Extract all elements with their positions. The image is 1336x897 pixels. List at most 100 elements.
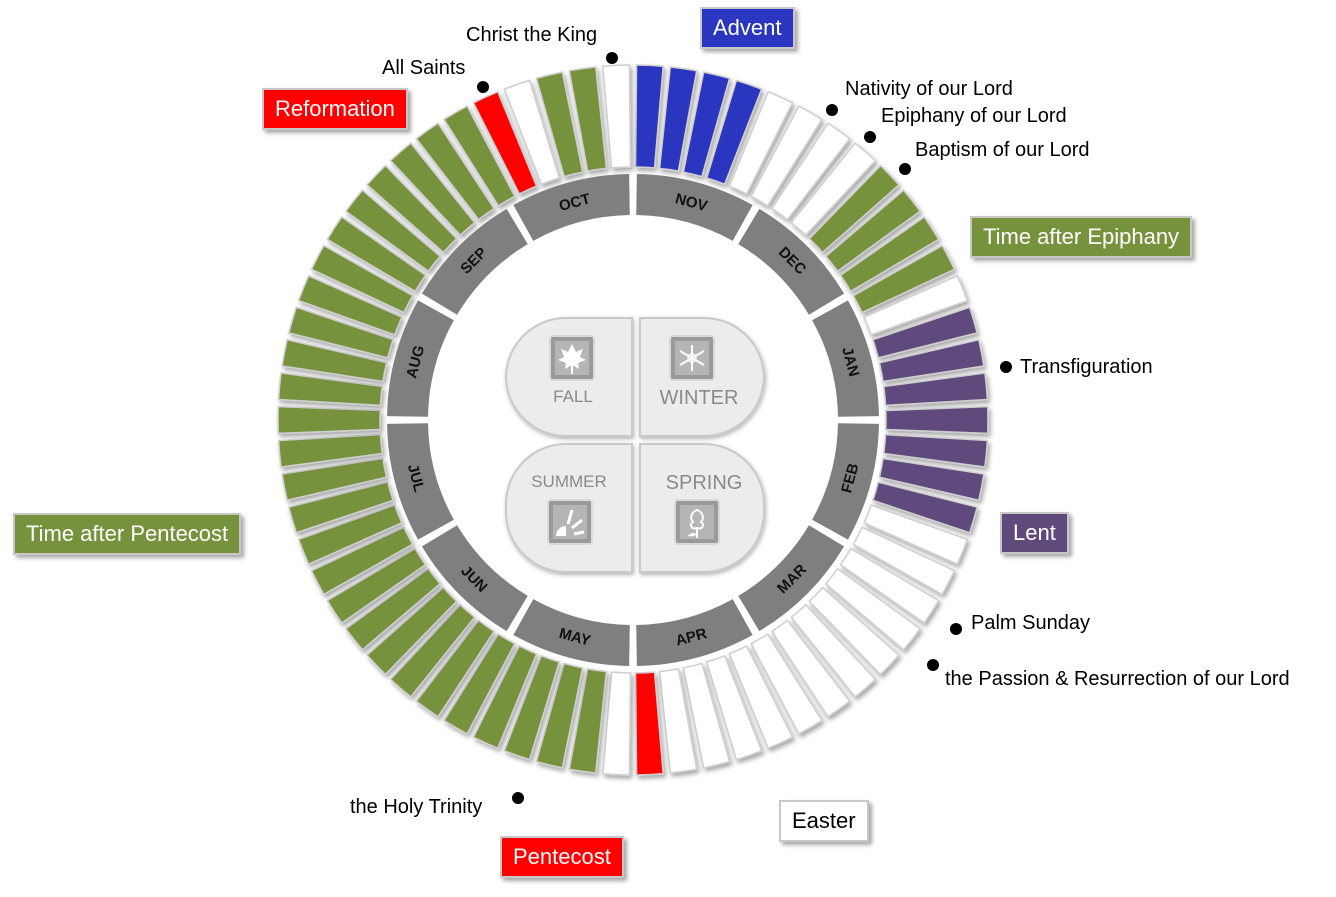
week-segment-purple [882, 433, 989, 468]
feast-label-baptism: Baptism of our Lord [915, 139, 1090, 161]
week-segment-green [287, 306, 395, 359]
week-segment-green [389, 142, 476, 237]
season-box-time-after-epiphany: Time after Epiphany [970, 216, 1193, 258]
week-segment-blue [682, 71, 731, 178]
month-band-jun [421, 525, 528, 632]
week-segment-green [344, 189, 442, 273]
feast-label-transfiguration: Transfiguration [1020, 356, 1153, 378]
month-band-nov [636, 174, 753, 241]
week-segment-purple [878, 338, 985, 383]
week-segment-white [658, 668, 698, 774]
season-box-lent: Lent [1000, 512, 1069, 554]
week-segment-white [790, 142, 877, 237]
flower-icon [674, 499, 720, 545]
week-segment-green [344, 567, 442, 651]
week-segment-green [366, 164, 458, 254]
snowflake-icon [669, 335, 715, 381]
feast-marker-epiphany [864, 131, 876, 143]
feast-marker-all-saints [477, 81, 489, 93]
week-segment-white [503, 79, 561, 186]
week-segment-green [326, 547, 427, 625]
feast-label-all-saints: All Saints [382, 57, 466, 79]
week-segment-white [601, 64, 632, 169]
week-segment-white [705, 654, 763, 761]
week-segment-white [601, 671, 632, 776]
season-label-spring: SPRING [666, 472, 743, 494]
week-segment-green [852, 244, 956, 314]
week-segment-green [297, 504, 403, 566]
season-tile-spring: SPRING [639, 443, 765, 573]
week-segment-green [287, 481, 395, 534]
week-segment-green [310, 526, 414, 596]
season-label-winter: WINTER [660, 387, 739, 409]
week-segment-white [790, 603, 877, 698]
week-segment-white [824, 567, 922, 651]
feast-marker-holy-trinity [512, 792, 524, 804]
week-segment-green [310, 244, 414, 314]
season-box-easter: Easter [779, 800, 869, 842]
month-band-aug [387, 300, 454, 417]
feast-marker-christ-the-king [606, 52, 618, 64]
week-segment-white [808, 586, 900, 676]
month-band-sep [421, 208, 528, 315]
feast-marker-transfiguration [1000, 361, 1012, 373]
week-segment-green [415, 619, 496, 718]
week-segment-green [839, 215, 940, 293]
week-segment-blue [705, 79, 763, 186]
week-segment-green [535, 71, 584, 178]
week-segment-green [326, 215, 427, 293]
season-label-summer: SUMMER [531, 472, 607, 491]
feast-label-passion: the Passion & Resurrection of our Lord [945, 668, 1290, 690]
week-segment-green [281, 457, 388, 502]
month-band-apr [636, 599, 753, 666]
week-segment-white [770, 619, 851, 718]
season-box-reformation: Reformation [262, 88, 408, 130]
week-segment-green [277, 405, 381, 435]
week-segment-green [535, 662, 584, 769]
week-segment-purple [882, 372, 989, 407]
week-segment-white [750, 633, 823, 735]
week-segment-green [389, 603, 476, 698]
week-segment-blue [658, 66, 698, 172]
season-box-pentecost: Pentecost [500, 836, 624, 878]
feast-label-nativity: Nativity of our Lord [845, 78, 1013, 100]
week-segment-green [824, 189, 922, 273]
month-band-feb [812, 423, 879, 540]
week-segment-white [728, 645, 794, 750]
feast-marker-baptism [899, 163, 911, 175]
feast-marker-palm-sunday [950, 623, 962, 635]
week-segment-white [863, 274, 969, 336]
feast-marker-passion [927, 659, 939, 671]
month-band-may [513, 599, 630, 666]
week-segment-purple [885, 405, 989, 435]
week-segment-white [750, 105, 823, 207]
week-segment-green [503, 654, 561, 761]
feast-label-palm-sunday: Palm Sunday [971, 612, 1090, 634]
month-band-dec [738, 208, 845, 315]
week-segment-green [443, 633, 516, 735]
week-segment-green [281, 338, 388, 383]
feast-marker-nativity [826, 104, 838, 116]
month-band-jul [387, 423, 454, 540]
season-box-time-after-pentecost: Time after Pentecost [13, 513, 242, 555]
week-segment-white [682, 662, 731, 769]
season-tile-summer: SUMMER [505, 443, 633, 573]
week-segment-purple [871, 481, 979, 534]
week-segment-white [839, 547, 940, 625]
week-segment-white [770, 122, 851, 221]
week-segment-blue [634, 64, 665, 169]
week-segment-green [277, 372, 384, 407]
week-segment-green [277, 433, 384, 468]
week-segment-red [472, 90, 538, 195]
feast-label-epiphany: Epiphany of our Lord [881, 105, 1067, 127]
season-tile-winter: WINTER [639, 317, 765, 437]
week-segment-purple [871, 306, 979, 359]
week-segment-red [634, 671, 665, 776]
sun-icon [547, 499, 593, 545]
feast-label-christ-the-king: Christ the King [466, 24, 598, 46]
week-segment-purple [878, 457, 985, 502]
leaf-icon [549, 335, 595, 381]
month-band-jan [812, 300, 879, 417]
